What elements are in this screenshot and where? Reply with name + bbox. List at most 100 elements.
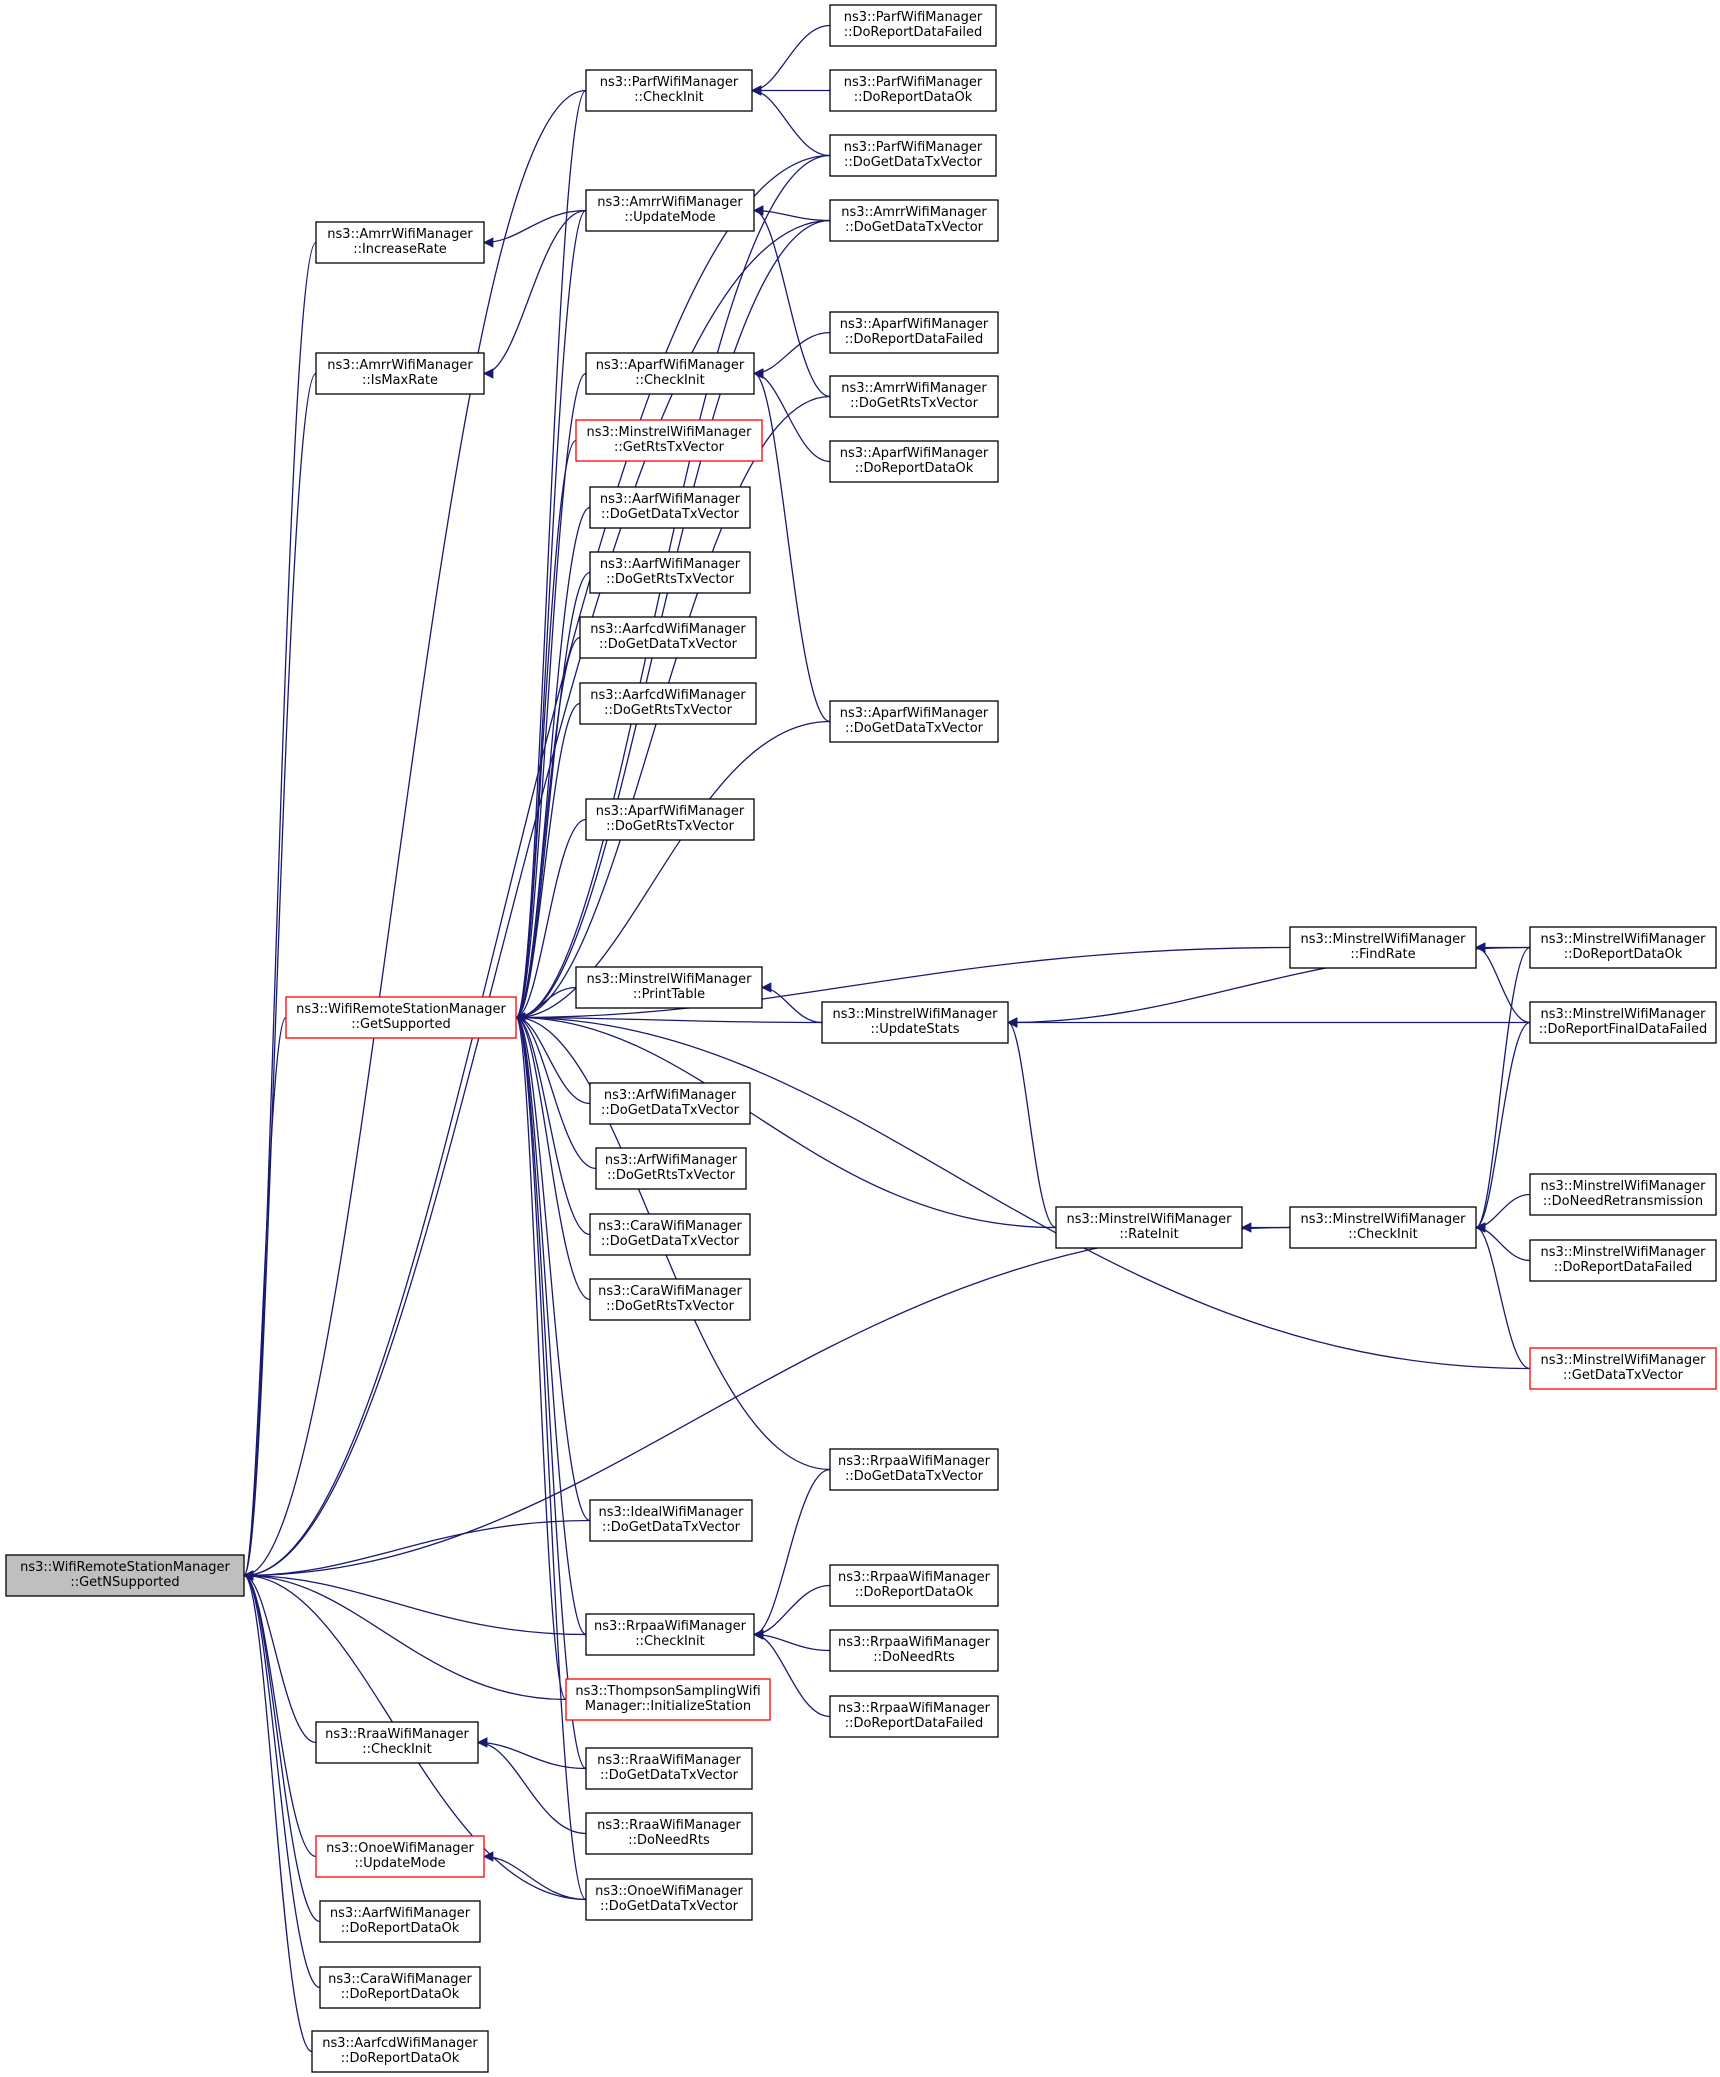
node-amrr-dgdtv[interactable]: ns3::AmrrWifiManager::DoGetDataTxVector [829,199,999,242]
node-gs[interactable]: ns3::WifiRemoteStationManager::GetSuppor… [285,996,517,1039]
node-label-line: ::DoReportDataOk [341,2051,460,2066]
node-label-line: ns3::AparfWifiManager [840,706,989,721]
node-parf-ci[interactable]: ns3::ParfWifiManager::CheckInit [585,69,753,112]
node-box [829,375,999,418]
node-min-gdtv[interactable]: ns3::MinstrelWifiManager::GetDataTxVecto… [1529,1347,1717,1390]
call-edge [760,982,823,1024]
node-aparf-ci[interactable]: ns3::AparfWifiManager::CheckInit [585,352,755,395]
node-aarf-dgdtv[interactable]: ns3::AarfWifiManager::DoGetDataTxVector [589,486,751,529]
node-min-fr[interactable]: ns3::MinstrelWifiManager::FindRate [1289,926,1477,969]
node-onoe-um[interactable]: ns3::OnoeWifiManager::UpdateMode [315,1835,485,1878]
node-label-line: ns3::ParfWifiManager [844,140,983,155]
call-edge [752,1584,831,1640]
node-label-line: ::DoGetRtsTxVector [604,703,733,718]
node-label-line: ::GetDataTxVector [1563,1368,1684,1383]
node-box [829,199,999,242]
node-label-line: ::DoGetDataTxVector [601,507,740,522]
node-onoe-dgdtv[interactable]: ns3::OnoeWifiManager::DoGetDataTxVector [585,1878,753,1921]
node-min-drdo[interactable]: ns3::MinstrelWifiManager::DoReportDataOk [1529,926,1717,969]
call-edge [514,720,831,1023]
node-label-line: ::GetNSupported [70,1575,179,1590]
node-box [315,352,485,395]
node-arf-dgdtv[interactable]: ns3::ArfWifiManager::DoGetDataTxVector [589,1082,751,1125]
node-parf-drdo[interactable]: ns3::ParfWifiManager::DoReportDataOk [829,69,997,112]
node-min-ci[interactable]: ns3::MinstrelWifiManager::CheckInit [1289,1206,1477,1249]
node-aparf-dgrtv[interactable]: ns3::AparfWifiManager::DoGetRtsTxVector [585,798,755,841]
node-box [1529,1239,1717,1282]
node-min-drfdf[interactable]: ns3::MinstrelWifiManager::DoReportFinalD… [1529,1001,1717,1044]
node-label-line: ::DoReportFinalDataFailed [1539,1022,1708,1037]
node-box [585,352,755,395]
node-label-line: ::DoGetDataTxVector [845,721,984,736]
node-aarfcd-dgrtv[interactable]: ns3::AarfcdWifiManager::DoGetRtsTxVector [579,682,757,725]
node-min-drdf[interactable]: ns3::MinstrelWifiManager::DoReportDataFa… [1529,1239,1717,1282]
node-label-line: ::UpdateMode [624,210,715,225]
node-aarf-drdo[interactable]: ns3::AarfWifiManager::DoReportDataOk [319,1900,481,1943]
call-edge [242,372,317,1581]
call-edge [514,1012,587,1770]
node-box [829,700,999,743]
node-aarfcd-dgdtv[interactable]: ns3::AarfcdWifiManager::DoGetDataTxVecto… [579,616,757,659]
node-rraa-dnr[interactable]: ns3::RraaWifiManager::DoNeedRts [585,1812,753,1855]
node-label-line: ns3::AmrrWifiManager [597,195,743,210]
node-rraa-ci[interactable]: ns3::RraaWifiManager::CheckInit [315,1721,479,1764]
node-min-pt[interactable]: ns3::MinstrelWifiManager::PrintTable [575,966,763,1009]
node-label-line: ::DoNeedRetransmission [1543,1194,1703,1209]
node-aarfcd-drdo[interactable]: ns3::AarfcdWifiManager::DoReportDataOk [311,2030,489,2073]
node-box [1055,1206,1243,1249]
node-ideal-dgdtv[interactable]: ns3::IdealWifiManager::DoGetDataTxVector [589,1499,753,1542]
node-label-line: ns3::OnoeWifiManager [595,1884,743,1899]
node-label-line: ns3::AparfWifiManager [596,804,745,819]
node-box [829,134,997,177]
node-parf-drdf[interactable]: ns3::ParfWifiManager::DoReportDataFailed [829,4,997,47]
node-rrpaa-ci[interactable]: ns3::RrpaaWifiManager::CheckInit [585,1613,755,1656]
node-rrpaa-dgdtv[interactable]: ns3::RrpaaWifiManager::DoGetDataTxVector [829,1448,999,1491]
node-aparf-drdo[interactable]: ns3::AparfWifiManager::DoReportDataOk [829,440,999,483]
node-cara-dgdtv[interactable]: ns3::CaraWifiManager::DoGetDataTxVector [589,1213,751,1256]
node-label-line: ns3::MinstrelWifiManager [1540,1007,1706,1022]
call-edge [752,205,831,398]
node-label-line: ns3::AarfcdWifiManager [590,688,746,703]
node-aparf-drdf[interactable]: ns3::AparfWifiManager::DoReportDataFaile… [829,311,999,354]
node-cara-dgrtv[interactable]: ns3::CaraWifiManager::DoGetRtsTxVector [589,1278,751,1321]
node-label-line: ns3::RrpaaWifiManager [838,1454,991,1469]
node-label-line: ns3::AarfWifiManager [330,1906,471,1921]
node-rraa-dgdtv[interactable]: ns3::RraaWifiManager::DoGetDataTxVector [585,1747,753,1790]
node-amrr-ir[interactable]: ns3::AmrrWifiManager::IncreaseRate [315,221,485,264]
call-edge [242,1016,287,1581]
node-min-ri[interactable]: ns3::MinstrelWifiManager::RateInit [1055,1206,1243,1249]
node-label-line: ::GetRtsTxVector [614,440,725,455]
node-amrr-um[interactable]: ns3::AmrrWifiManager::UpdateMode [585,189,755,232]
node-box [585,1812,753,1855]
node-label-line: ns3::WifiRemoteStationManager [20,1560,230,1575]
node-label-line: ns3::AarfWifiManager [600,557,741,572]
node-amrr-imr[interactable]: ns3::AmrrWifiManager::IsMaxRate [315,352,485,395]
node-amrr-dgrtv[interactable]: ns3::AmrrWifiManager::DoGetRtsTxVector [829,375,999,418]
call-edge [514,1012,591,1301]
node-cara-drdo[interactable]: ns3::CaraWifiManager::DoReportDataOk [319,1966,481,2009]
node-min-grtv[interactable]: ns3::MinstrelWifiManager::GetRtsTxVector [575,419,763,462]
node-aparf-dgdtv[interactable]: ns3::AparfWifiManager::DoGetDataTxVector [829,700,999,743]
node-label-line: ::CheckInit [635,1634,705,1649]
node-rrpaa-dnr[interactable]: ns3::RrpaaWifiManager::DoNeedRts [829,1629,999,1672]
call-edge [750,85,831,157]
node-min-us[interactable]: ns3::MinstrelWifiManager::UpdateStats [821,1001,1009,1044]
node-arf-dgrtv[interactable]: ns3::ArfWifiManager::DoGetRtsTxVector [595,1147,747,1190]
node-parf-dgdtv[interactable]: ns3::ParfWifiManager::DoGetDataTxVector [829,134,997,177]
node-rrpaa-drdf[interactable]: ns3::RrpaaWifiManager::DoReportDataFaile… [829,1695,999,1738]
node-box [1529,926,1717,969]
node-rrpaa-drdo[interactable]: ns3::RrpaaWifiManager::DoReportDataOk [829,1564,999,1607]
node-label-line: ::CheckInit [362,1742,432,1757]
call-edge [752,1468,831,1640]
node-box [589,551,751,594]
node-box [1289,1206,1477,1249]
nodes-layer: ns3::WifiRemoteStationManager::GetNSuppo… [5,4,1717,2073]
node-label-line: ::DoReportDataOk [855,1585,974,1600]
node-root[interactable]: ns3::WifiRemoteStationManager::GetNSuppo… [5,1554,245,1597]
node-aarf-dgrtv[interactable]: ns3::AarfWifiManager::DoGetRtsTxVector [589,551,751,594]
node-ts-is[interactable]: ns3::ThompsonSamplingWifiManager::Initia… [565,1678,771,1721]
node-box [829,4,997,47]
node-min-dnr[interactable]: ns3::MinstrelWifiManager::DoNeedRetransm… [1529,1173,1717,1216]
node-label-line: ns3::ParfWifiManager [600,75,739,90]
call-edge [514,1012,587,1901]
